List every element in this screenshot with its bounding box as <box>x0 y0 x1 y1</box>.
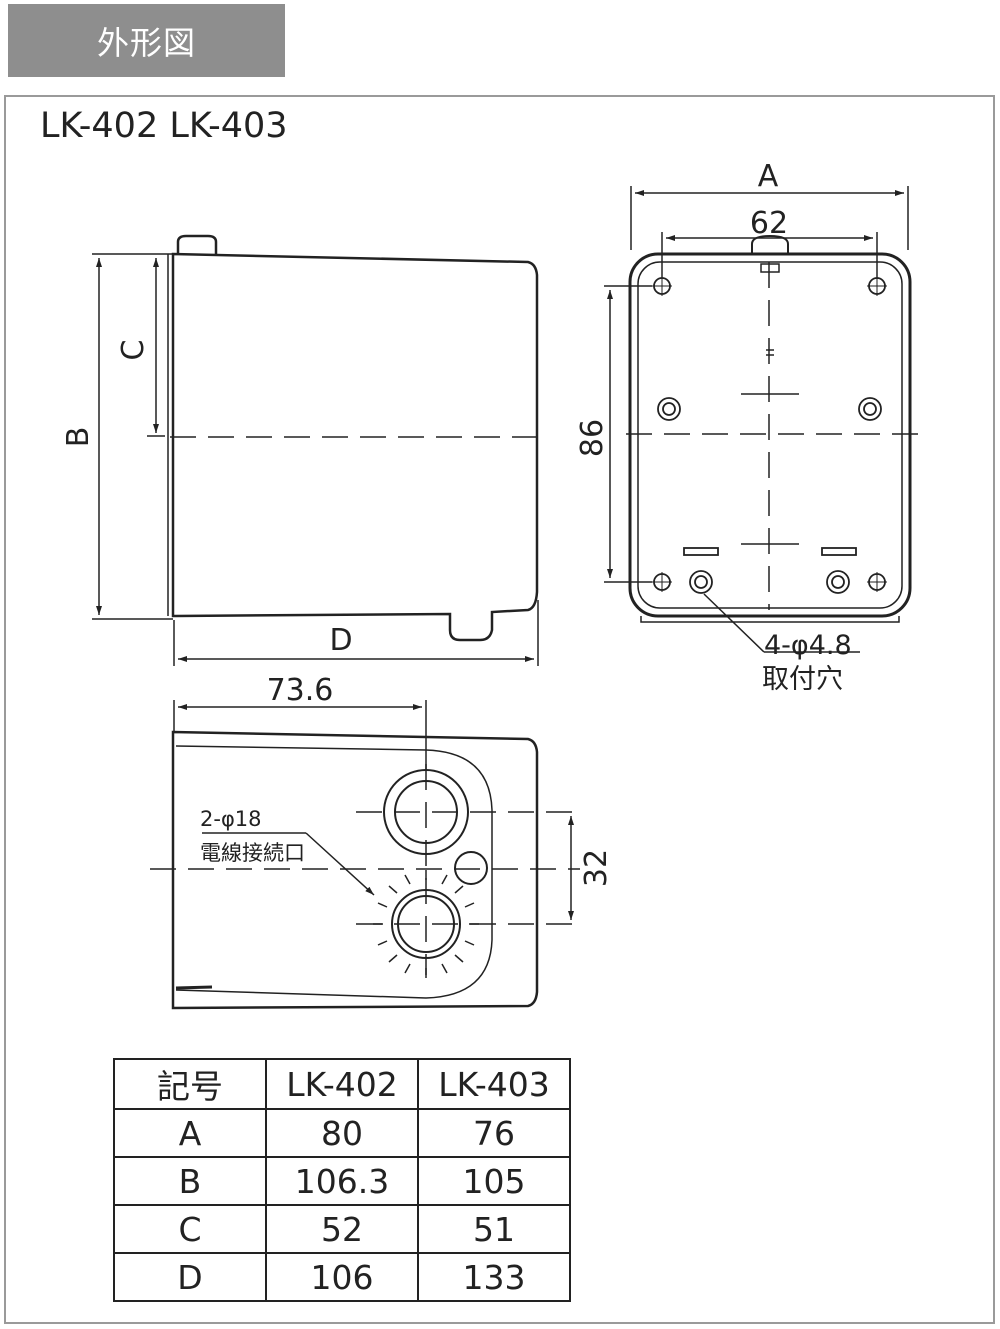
header-title: 外形図 <box>96 23 196 62</box>
model-title: LK-402 LK-403 <box>40 106 288 146</box>
front-outer-rect <box>628 252 912 618</box>
side-view-top-tab <box>176 234 218 254</box>
table-cell: 80 <box>265 1108 419 1158</box>
wire-port-spec: 2-φ18 <box>200 807 262 831</box>
side-view <box>167 234 539 642</box>
table-cell: A <box>113 1108 267 1158</box>
mount-holes-label: 取付穴 <box>762 664 843 695</box>
table-header-cell: LK-403 <box>417 1058 571 1110</box>
dim-32-label: 32 <box>579 849 614 887</box>
mount-holes-spec: 4-φ4.8 <box>764 630 852 661</box>
dim-86-label: 86 <box>575 419 610 457</box>
table-cell: 52 <box>265 1204 419 1254</box>
dim-c-label: C <box>116 340 151 361</box>
table-header-cell: 記号 <box>113 1058 267 1110</box>
screw-bosses <box>657 397 882 594</box>
table-cell: 106 <box>265 1252 419 1302</box>
table-cell: 105 <box>417 1156 571 1206</box>
table-header-row: 記号 LK-402 LK-403 <box>113 1058 571 1110</box>
wire-port-label: 電線接続口 <box>200 841 305 865</box>
table-cell: 106.3 <box>265 1156 419 1206</box>
table-row: A 80 76 <box>113 1108 571 1158</box>
drawing-frame <box>4 95 995 1324</box>
table-row: C 52 51 <box>113 1204 571 1254</box>
dim-b-label: B <box>61 427 96 448</box>
dim-73-6-label: 73.6 <box>267 673 334 708</box>
side-view-outline <box>171 252 539 642</box>
bottom-view <box>171 730 539 1010</box>
dim-d-label: D <box>329 623 352 658</box>
table-header-cell: LK-402 <box>265 1058 419 1110</box>
table-row: D 106 133 <box>113 1252 571 1302</box>
bottom-view-outline <box>171 730 539 1010</box>
front-inner-rect <box>637 261 903 609</box>
table-cell: B <box>113 1156 267 1206</box>
bottom-boss <box>454 851 488 885</box>
dim-62-label: 62 <box>750 206 788 241</box>
table-cell: 76 <box>417 1108 571 1158</box>
table-cell: 133 <box>417 1252 571 1302</box>
front-view <box>628 234 912 623</box>
table-cell: C <box>113 1204 267 1254</box>
table-row: B 106.3 105 <box>113 1156 571 1206</box>
table-cell: D <box>113 1252 267 1302</box>
dim-a-label: A <box>758 159 779 194</box>
table-cell: 51 <box>417 1204 571 1254</box>
header-tab: 外形図 <box>8 4 285 77</box>
spec-table: 記号 LK-402 LK-403 A 80 76 B 106.3 105 C 5… <box>113 1058 571 1302</box>
